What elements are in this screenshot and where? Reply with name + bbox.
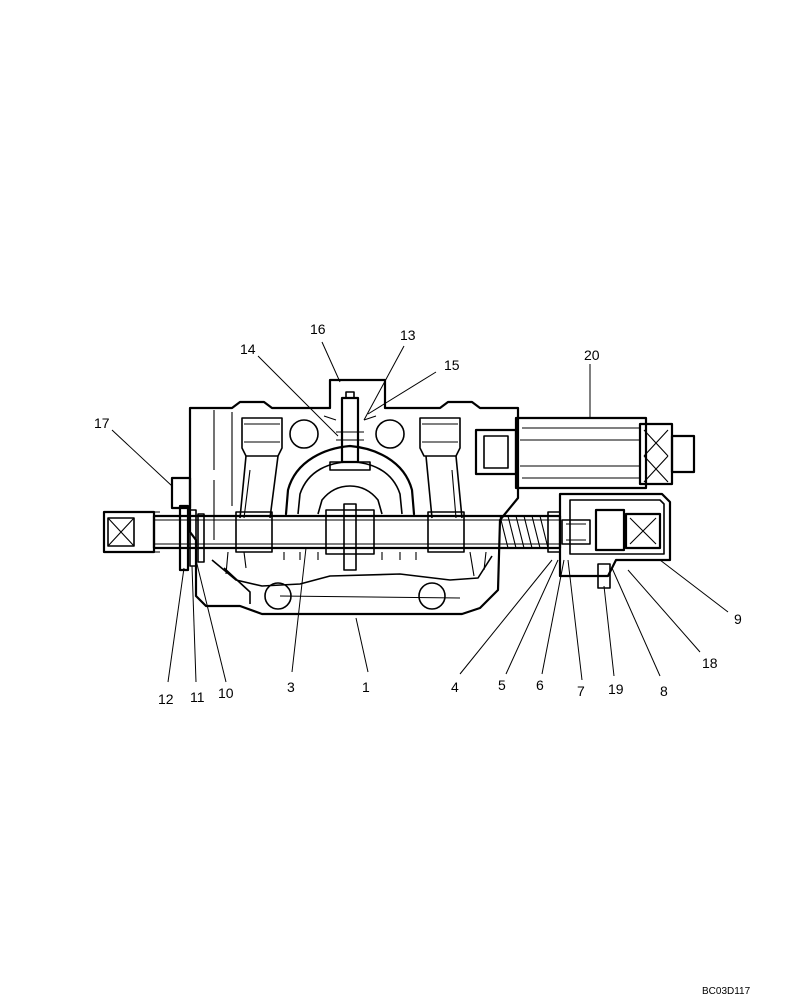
callout-18: 18 [702,655,718,671]
callout-20: 20 [584,347,600,363]
leader-lines [111,341,729,683]
callout-labels: 1 2 3 4 5 6 7 8 9 10 11 12 13 14 15 16 1… [94,321,742,707]
solenoid [474,416,696,490]
end-cap [558,492,672,589]
callout-1: 1 [362,679,370,695]
callout-6: 6 [536,677,544,693]
callout-10: 10 [218,685,234,701]
callout-7: 7 [577,683,585,699]
callout-13: 13 [400,327,416,343]
seal-stack [170,476,205,572]
callout-16: 16 [310,321,326,337]
callout-5: 5 [498,677,506,693]
callout-15: 15 [444,357,460,373]
callout-4: 4 [451,679,459,695]
callout-17: 17 [94,415,110,431]
spool [102,503,562,571]
check-valve-assembly [323,391,377,471]
callout-12: 12 [158,691,174,707]
valve-body [188,378,520,616]
centering-spring [499,511,591,553]
callout-8: 8 [660,683,668,699]
callout-9: 9 [734,611,742,627]
callout-14: 14 [240,341,256,357]
callout-11: 11 [190,689,205,705]
callout-3: 3 [287,679,295,695]
callout-19: 19 [608,681,624,697]
drawing-code: BC03D117 [702,986,751,997]
